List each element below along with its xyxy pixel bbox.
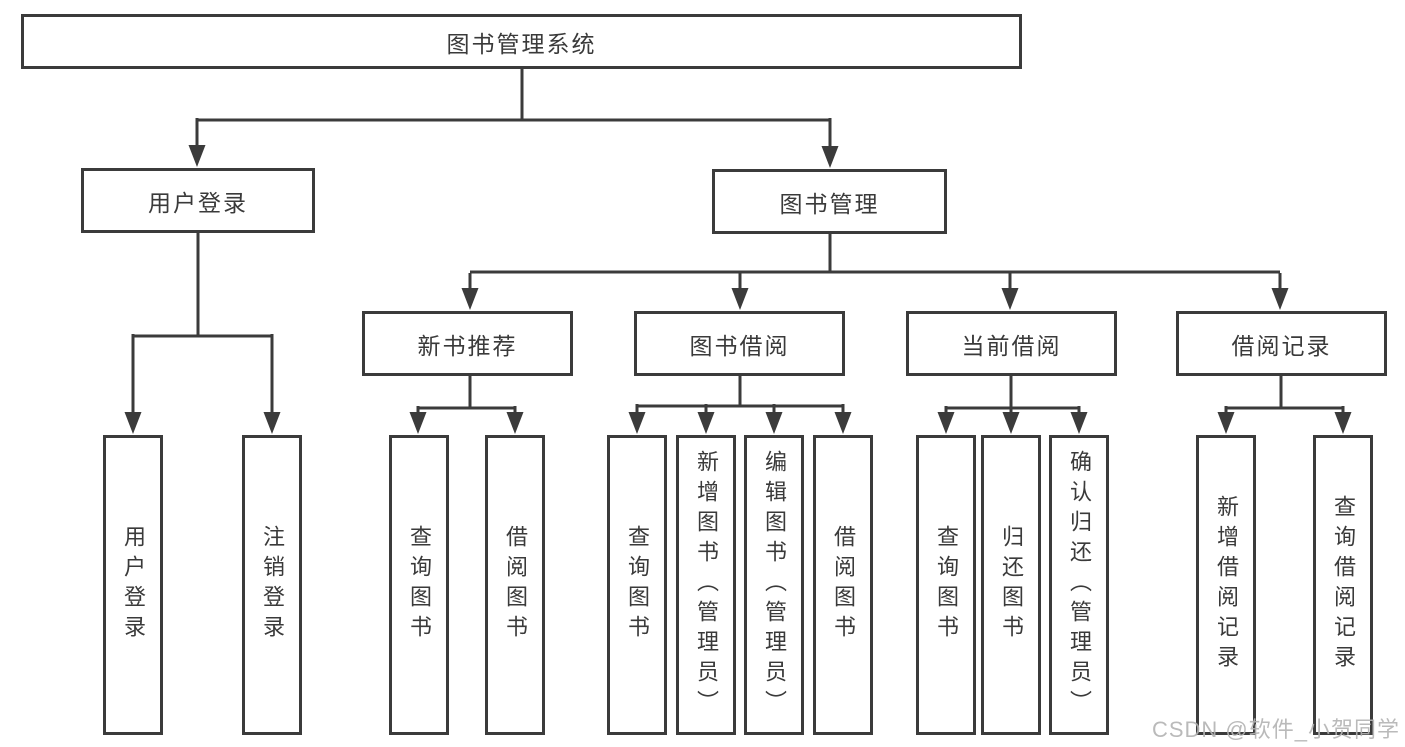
- leaf-return-book: 归还图书: [981, 435, 1041, 735]
- node-book-management: 图书管理: [712, 169, 947, 234]
- node-book-borrowing: 图书借阅: [634, 311, 845, 376]
- leaf-logout: 注销登录: [242, 435, 302, 735]
- leaf-borrow-books-recommend: 借阅图书: [485, 435, 545, 735]
- node-current-borrowing: 当前借阅: [906, 311, 1117, 376]
- leaf-user-login: 用户登录: [103, 435, 163, 735]
- node-library-system: 图书管理系统: [21, 14, 1022, 69]
- leaf-query-books-current: 查询图书: [916, 435, 976, 735]
- csdn-watermark: CSDN @软件_小贺同学: [1151, 717, 1400, 742]
- leaf-query-books-borrow: 查询图书: [607, 435, 667, 735]
- leaf-query-borrow-record: 查询借阅记录: [1313, 435, 1373, 735]
- leaf-borrow-books: 借阅图书: [813, 435, 873, 735]
- node-user-login: 用户登录: [81, 168, 315, 233]
- node-new-book-recommend: 新书推荐: [362, 311, 573, 376]
- leaf-edit-book-admin: 编辑图书（管理员）: [744, 435, 804, 735]
- node-borrow-records: 借阅记录: [1176, 311, 1387, 376]
- leaf-confirm-return-admin: 确认归还（管理员）: [1049, 435, 1109, 735]
- leaf-add-borrow-record: 新增借阅记录: [1196, 435, 1256, 735]
- leaf-add-book-admin: 新增图书（管理员）: [676, 435, 736, 735]
- leaf-query-books-recommend: 查询图书: [389, 435, 449, 735]
